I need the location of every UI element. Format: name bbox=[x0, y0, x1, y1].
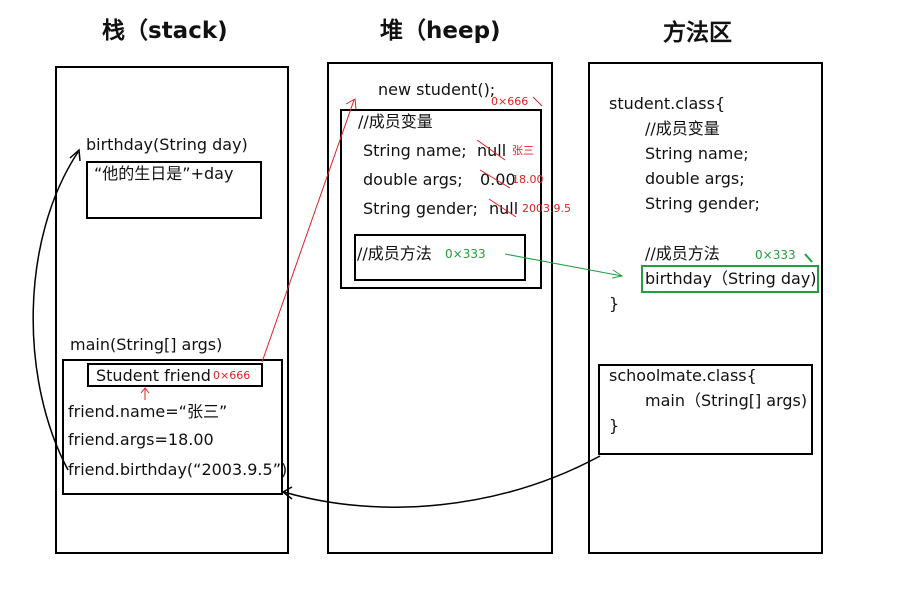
birthday-frame-label: birthday(String day) bbox=[86, 135, 248, 154]
main-frame bbox=[62, 359, 283, 495]
load-arrow bbox=[283, 455, 601, 508]
heap-region bbox=[327, 62, 553, 554]
friend-reference-box bbox=[87, 363, 263, 387]
birthday-method-box bbox=[641, 265, 819, 293]
schoolmate-close: } bbox=[609, 416, 620, 435]
stack-title: 栈（stack) bbox=[102, 18, 228, 44]
reference-arrow bbox=[261, 99, 355, 363]
arrowhead-icon bbox=[345, 98, 357, 110]
method-link-arrow bbox=[504, 253, 623, 277]
heap-methods-address: 0×333 bbox=[445, 247, 486, 261]
stack-line: friend.birthday(“2003.9.5”) bbox=[68, 460, 288, 479]
field-new-value: 张三 bbox=[512, 144, 534, 157]
stack-line: friend.name=“张三” bbox=[68, 402, 228, 421]
stack-region bbox=[55, 66, 289, 554]
arrowhead-icon bbox=[140, 387, 150, 394]
class-methods-comment: //成员方法 bbox=[645, 244, 720, 263]
field-decl: String gender; bbox=[363, 199, 478, 218]
arrowhead-icon bbox=[281, 486, 293, 500]
class-close: } bbox=[609, 294, 620, 313]
class-field: String gender; bbox=[645, 194, 760, 213]
heap-methods-comment: //成员方法 bbox=[357, 244, 432, 263]
friend-declaration: Student friend bbox=[96, 366, 211, 385]
class-field: String name; bbox=[645, 144, 749, 163]
birthday-body: “他的生日是”+day bbox=[94, 164, 234, 183]
class-field: double args; bbox=[645, 169, 745, 188]
class-methods-address: 0×333 bbox=[755, 248, 796, 262]
schoolmate-class-box bbox=[598, 364, 813, 455]
field-new-value: 18.00 bbox=[512, 173, 544, 186]
method-area-region bbox=[588, 62, 823, 554]
main-frame-label: main(String[] args) bbox=[70, 335, 223, 354]
method-area-title: 方法区 bbox=[663, 20, 732, 46]
strike-line bbox=[479, 169, 511, 189]
strike-line bbox=[476, 139, 506, 161]
arrowhead-icon bbox=[611, 269, 624, 279]
tick-mark bbox=[532, 96, 543, 107]
field-decl: double args; bbox=[363, 170, 463, 189]
field-decl: String name; bbox=[363, 141, 467, 160]
call-arrow bbox=[32, 151, 79, 471]
stack-line: friend.args=18.00 bbox=[68, 430, 214, 449]
heap-title: 堆（heep) bbox=[380, 18, 501, 44]
heap-vars-comment: //成员变量 bbox=[358, 112, 433, 131]
new-student: new student(); bbox=[378, 80, 496, 99]
birthday-method: birthday（String day) bbox=[645, 269, 817, 288]
strike-line bbox=[488, 198, 517, 218]
field-new-value: 2003.9.5 bbox=[522, 202, 571, 215]
student-class: student.class{ bbox=[609, 94, 726, 113]
arrowhead-icon bbox=[69, 148, 81, 162]
birthday-frame bbox=[86, 161, 262, 219]
class-vars-comment: //成员变量 bbox=[645, 119, 720, 138]
main-method: main（String[] args) bbox=[645, 391, 808, 410]
friend-address: 0×666 bbox=[213, 369, 251, 382]
schoolmate-class: schoolmate.class{ bbox=[609, 366, 757, 385]
student-object bbox=[340, 109, 542, 289]
tick-mark bbox=[804, 253, 813, 263]
heap-object-address: 0×666 bbox=[491, 95, 529, 108]
